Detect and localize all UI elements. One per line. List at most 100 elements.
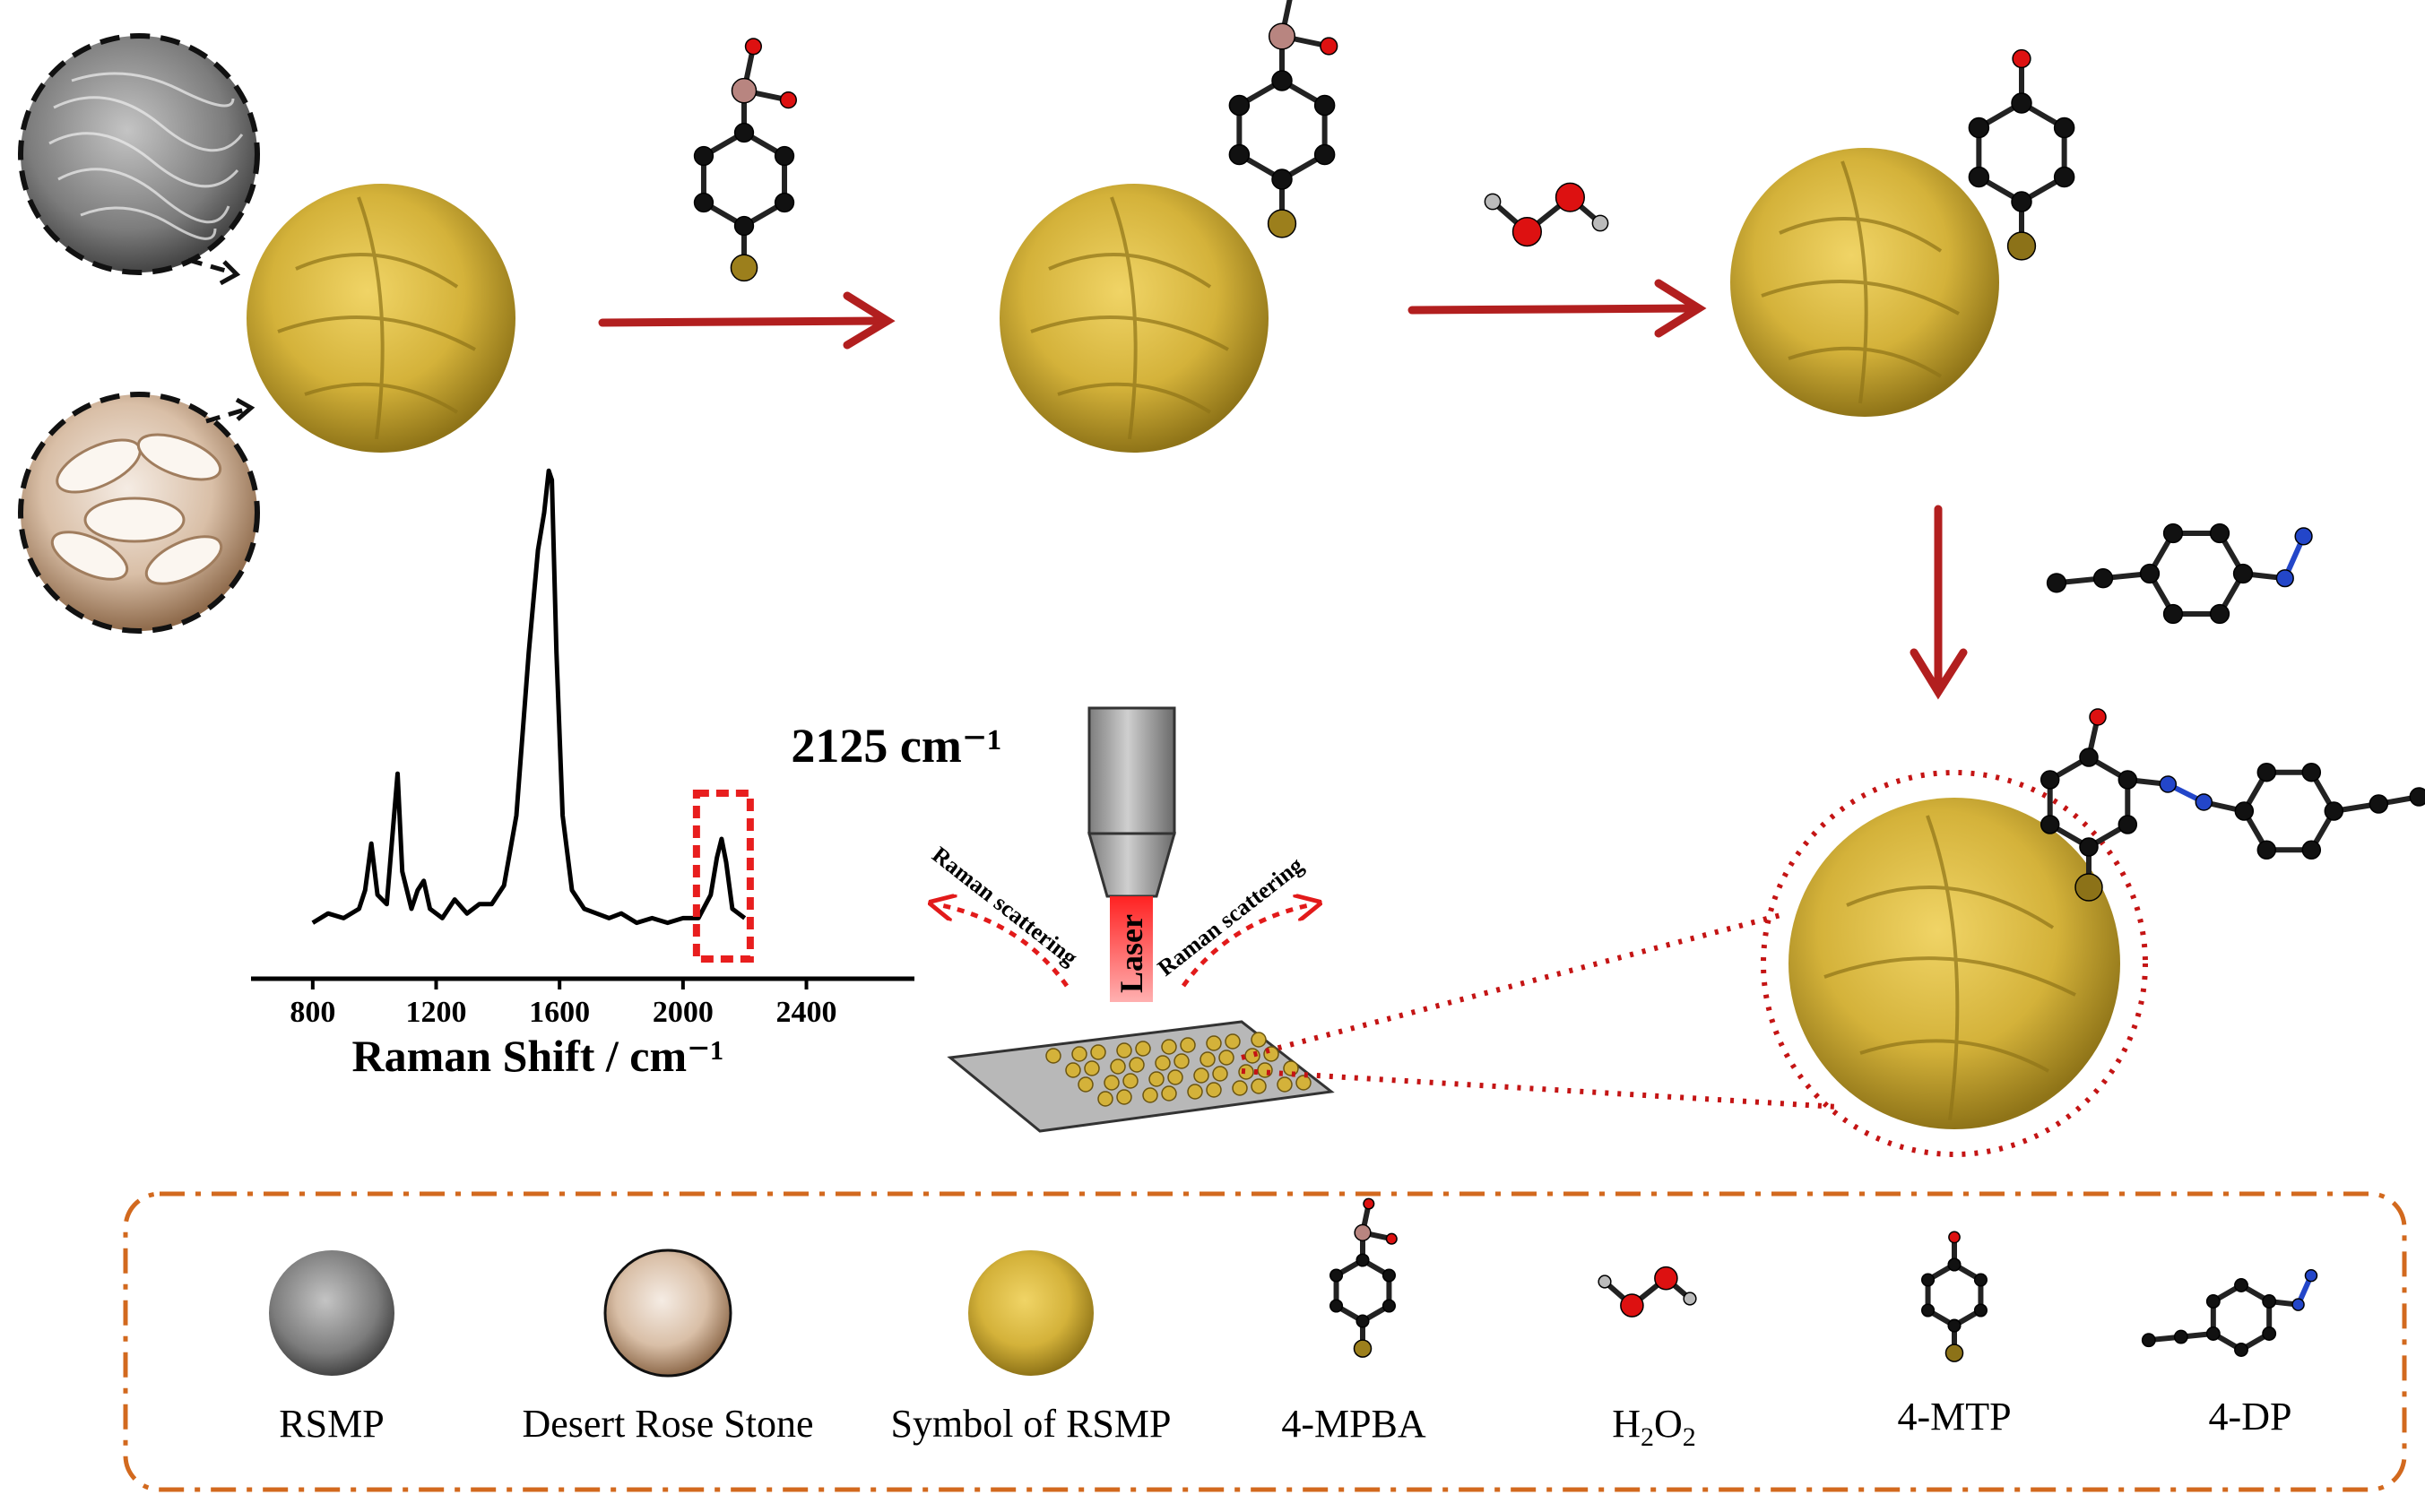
oxygen-atom bbox=[1654, 1266, 1678, 1291]
substrate-particle bbox=[1251, 1078, 1267, 1094]
reaction-arrow-3 bbox=[1910, 505, 1968, 700]
carbon-atom bbox=[1228, 143, 1251, 166]
desert-rose-stone-inset bbox=[18, 392, 260, 634]
scatter-arrow-left bbox=[941, 905, 1070, 988]
legend: RSMP Desert Rose Stone Symbol of RSMP 4-… bbox=[123, 1191, 2407, 1492]
carbon-atom bbox=[733, 122, 755, 143]
substrate-particle bbox=[1200, 1051, 1216, 1067]
substrate-particle bbox=[1193, 1067, 1209, 1084]
reaction-arrow-2 bbox=[1407, 279, 1707, 338]
bound-4mtp bbox=[1968, 48, 2075, 261]
oxygen-atom bbox=[1320, 37, 1338, 56]
substrate-particle bbox=[1251, 1032, 1267, 1048]
carbon-atom bbox=[2162, 603, 2184, 625]
zoom-line-bottom bbox=[1241, 1068, 1839, 1110]
oxygen-atom bbox=[2012, 48, 2031, 69]
substrate-particle bbox=[1148, 1071, 1165, 1087]
oxygen-atom bbox=[1620, 1293, 1644, 1318]
carbon-atom bbox=[2162, 523, 2184, 544]
carbon-atom bbox=[2301, 840, 2322, 860]
scatter-arrow-right bbox=[1181, 905, 1309, 988]
rsmp-particle-1 bbox=[247, 184, 515, 453]
carbon-atom bbox=[1968, 117, 1990, 139]
carbon-atom bbox=[2011, 191, 2032, 212]
sulfur-atom bbox=[2006, 231, 2037, 261]
spectrum-xlabel: Raman Shift / cm⁻¹ bbox=[352, 1031, 724, 1081]
nitrogen-atom bbox=[2159, 775, 2178, 793]
reagent-4mpba bbox=[693, 38, 797, 282]
carbon-atom bbox=[2205, 1326, 2221, 1341]
legend-rsmp-icon bbox=[269, 1250, 394, 1376]
substrate-particle bbox=[1122, 1073, 1139, 1089]
carbon-atom bbox=[2324, 801, 2344, 821]
carbon-atom bbox=[2301, 762, 2322, 782]
sulfur-atom bbox=[1267, 209, 1297, 238]
carbon-atom bbox=[2053, 117, 2075, 139]
legend-label-4mpba: 4-MPBA bbox=[1281, 1402, 1426, 1446]
oxygen-atom bbox=[1555, 182, 1585, 212]
peak-annotation: 2125 cm⁻¹ bbox=[791, 719, 1001, 773]
nitrogen-atom bbox=[2294, 527, 2313, 546]
carbon-atom bbox=[2234, 801, 2255, 821]
carbon-atom bbox=[2256, 840, 2277, 860]
substrate-particle bbox=[1277, 1076, 1293, 1093]
substrate-particles bbox=[1045, 1032, 1312, 1107]
substrate-particle bbox=[1065, 1062, 1081, 1078]
carbon-atom bbox=[1355, 1314, 1370, 1328]
bound-product bbox=[2040, 708, 2425, 902]
carbon-atom bbox=[1947, 1318, 1962, 1333]
carbon-atom bbox=[774, 192, 795, 213]
substrate-particle bbox=[1206, 1035, 1222, 1051]
substrate-particle bbox=[1283, 1060, 1299, 1076]
carbon-atom bbox=[1228, 94, 1251, 117]
substrate-particle bbox=[1206, 1082, 1222, 1098]
carbon-atom bbox=[1921, 1273, 1936, 1287]
carbon-atom bbox=[2262, 1326, 2277, 1341]
substrate-particle bbox=[1238, 1064, 1254, 1080]
reagent-h2o2 bbox=[1484, 182, 1609, 247]
oxygen-atom bbox=[779, 91, 797, 109]
x-tick-label: 1200 bbox=[406, 996, 467, 1029]
hydrogen-atom bbox=[1591, 214, 1609, 232]
oxygen-atom bbox=[2089, 708, 2107, 726]
rsmp-particle-3 bbox=[1730, 148, 1999, 417]
legend-stone-icon bbox=[603, 1248, 732, 1378]
sem-image-inset bbox=[18, 33, 260, 275]
substrate-particle bbox=[1071, 1046, 1087, 1062]
zoom-line-top bbox=[1241, 912, 1785, 1060]
carbon-atom bbox=[2234, 1343, 2248, 1357]
carbon-atom bbox=[1313, 94, 1336, 117]
carbon-atom bbox=[1381, 1299, 1396, 1313]
carbon-atom bbox=[1921, 1303, 1936, 1318]
carbon-atom bbox=[2205, 1294, 2221, 1309]
x-tick-label: 800 bbox=[290, 996, 335, 1029]
substrate-particle bbox=[1045, 1048, 1061, 1064]
raman-device: Laser Raman scattering Raman scattering bbox=[927, 706, 1839, 1133]
carbon-atom bbox=[2409, 787, 2425, 807]
nitrogen-atom bbox=[2195, 793, 2213, 811]
substrate-particle bbox=[1116, 1042, 1132, 1058]
rsmp-particle-4-zoom bbox=[1761, 770, 2148, 1157]
carbon-atom bbox=[2040, 815, 2060, 834]
substrate-particle bbox=[1161, 1039, 1177, 1055]
inset-pointer-arrows bbox=[187, 257, 255, 424]
substrate-particle bbox=[1167, 1069, 1183, 1085]
substrate-particle bbox=[1084, 1060, 1100, 1076]
sulfur-atom bbox=[1353, 1339, 1373, 1358]
zoom-circle bbox=[1761, 770, 2148, 1157]
nitrogen-atom bbox=[2275, 569, 2294, 588]
legend-h2o2-icon bbox=[1598, 1266, 1697, 1318]
objective-tip bbox=[1087, 832, 1176, 898]
carbon-atom bbox=[2234, 1278, 2248, 1292]
carbon-atom bbox=[693, 192, 715, 213]
legend-border bbox=[123, 1191, 2407, 1492]
substrate-particle bbox=[1174, 1053, 1190, 1069]
carbon-atom bbox=[2040, 770, 2060, 790]
carbon-atom bbox=[1313, 143, 1336, 166]
substrate-particle bbox=[1104, 1075, 1120, 1091]
oxygen-atom bbox=[1363, 1197, 1375, 1210]
hydrogen-atom bbox=[1683, 1292, 1697, 1306]
